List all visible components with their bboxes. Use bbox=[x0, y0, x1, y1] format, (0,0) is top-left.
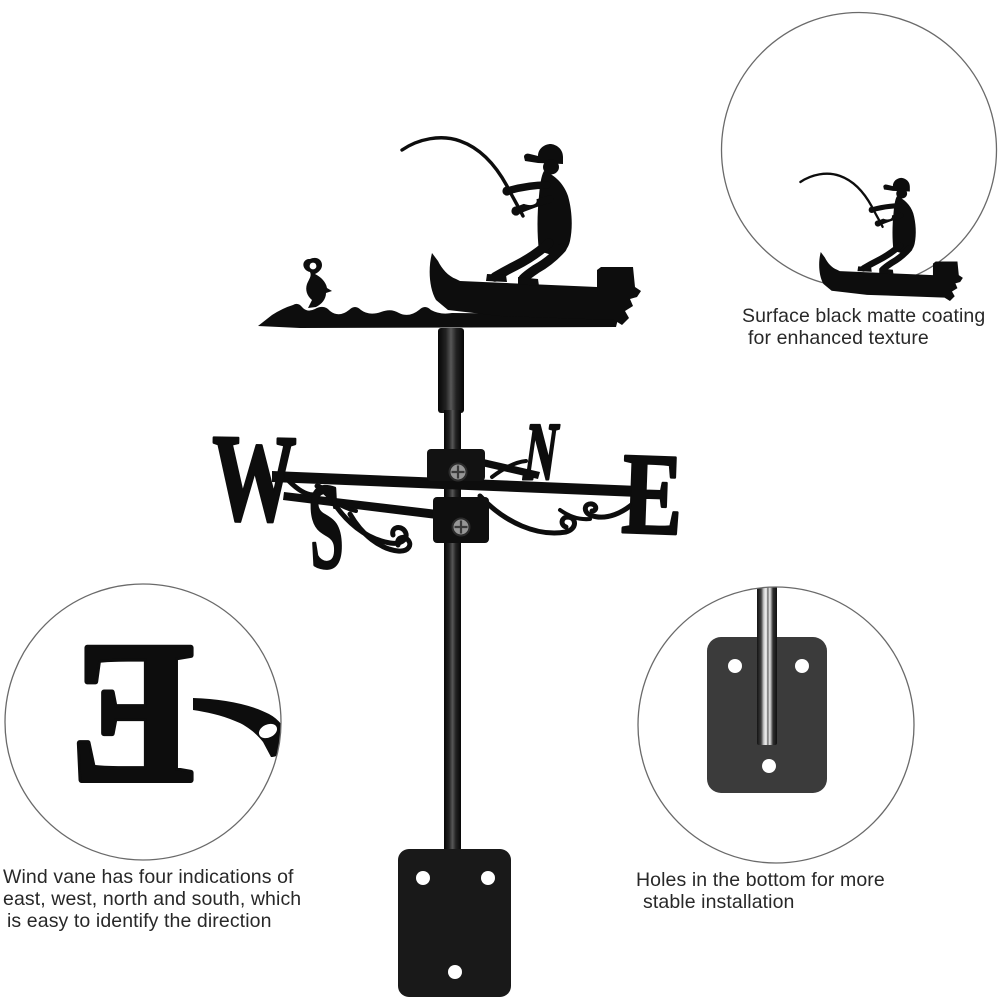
plate-hole bbox=[795, 659, 809, 673]
arm-gap-cutout bbox=[517, 192, 537, 206]
fisherman-torso bbox=[537, 171, 572, 256]
plate-hole bbox=[728, 659, 742, 673]
caption-coating: Surface black matte coating for enhanced… bbox=[742, 305, 985, 349]
letter-arm bbox=[193, 698, 281, 757]
jumping-fish bbox=[303, 257, 332, 308]
direction-cross: W E N S bbox=[209, 406, 686, 596]
plate-hole bbox=[481, 871, 495, 885]
caption-mounting: Holes in the bottom for more stable inst… bbox=[636, 869, 885, 913]
arm-west-east bbox=[272, 471, 640, 497]
water-and-fish-silhouette bbox=[258, 257, 618, 328]
callout-circle-border bbox=[637, 586, 915, 864]
fishing-rod bbox=[400, 136, 525, 218]
caption-line: east, west, north and south, which bbox=[3, 888, 302, 910]
caption-line: stable installation bbox=[643, 891, 795, 913]
scrollwork-ornament bbox=[286, 459, 643, 554]
mounting-plate bbox=[398, 849, 511, 997]
callout-circle-border bbox=[4, 583, 282, 861]
caption-line: for enhanced texture bbox=[748, 327, 929, 349]
direction-letter-south: S bbox=[305, 458, 346, 595]
water-waves bbox=[258, 303, 618, 328]
callout-coating bbox=[720, 11, 998, 302]
hub-screw-icon bbox=[451, 517, 471, 537]
caption-line: Wind vane has four indications of bbox=[3, 866, 294, 888]
fish-cutout bbox=[309, 262, 317, 270]
caption-directions: Wind vane has four indications of east, … bbox=[3, 866, 301, 932]
arm-cutout bbox=[258, 723, 278, 739]
zoom-direction-letter: E bbox=[70, 600, 194, 824]
boat-hull bbox=[429, 253, 641, 325]
direction-letter-west: W bbox=[211, 409, 298, 547]
direction-letter-east: E bbox=[620, 428, 685, 559]
plate-hole bbox=[448, 965, 462, 979]
vane-hub bbox=[427, 449, 489, 543]
fisherman-head bbox=[543, 159, 559, 175]
caption-line: is easy to identify the direction bbox=[7, 910, 272, 932]
fisherman-hat bbox=[524, 144, 563, 164]
callout-mounting-holes bbox=[637, 586, 915, 864]
callout-circle-border bbox=[720, 11, 998, 289]
caption-line: Surface black matte coating bbox=[742, 305, 986, 327]
vane-pole bbox=[438, 328, 464, 858]
pole-sleeve bbox=[438, 328, 464, 413]
plate-hole bbox=[416, 871, 430, 885]
caption-line: Holes in the bottom for more bbox=[636, 869, 885, 891]
fisherman-boat-silhouette bbox=[400, 136, 641, 325]
plate-body bbox=[398, 849, 511, 997]
arm-south bbox=[283, 492, 446, 520]
zoom-fisherman-silhouette bbox=[800, 174, 963, 301]
hub-screw-icon bbox=[448, 462, 468, 482]
fisherman bbox=[486, 144, 572, 286]
zoom-pole-rod bbox=[757, 587, 777, 745]
plate-hole bbox=[762, 759, 776, 773]
callout-direction-letter: E bbox=[4, 583, 282, 861]
